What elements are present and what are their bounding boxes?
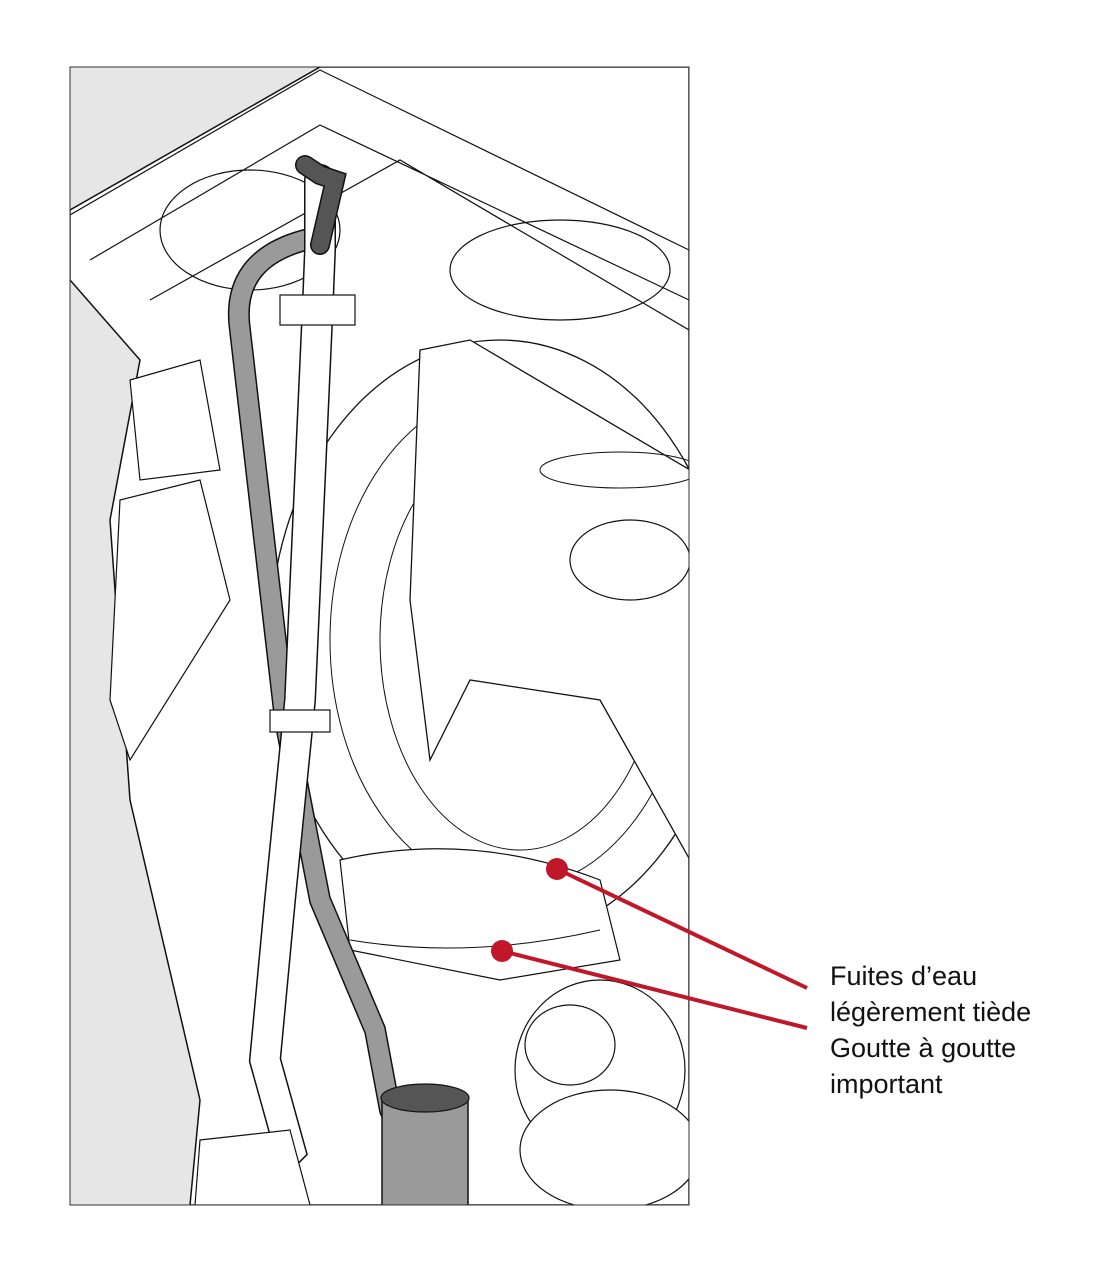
callout-leader-line-2 xyxy=(501,949,808,1030)
callout-line-2: légèrement tiède xyxy=(830,997,1032,1027)
illustration-body xyxy=(70,67,689,1205)
callout-line-1: Fuites d’eau xyxy=(830,961,978,991)
illustration-frame xyxy=(69,66,690,1206)
callout-leader-line-1 xyxy=(556,867,808,990)
callout-line-3: Goutte à goutte xyxy=(830,1033,1017,1063)
leak-callout-text: Fuites d’eau légèrement tiède Goutte à g… xyxy=(830,958,1031,1102)
leak-point-marker-1 xyxy=(546,858,568,880)
leak-point-marker-2 xyxy=(491,940,513,962)
callout-line-4: important xyxy=(830,1069,943,1099)
